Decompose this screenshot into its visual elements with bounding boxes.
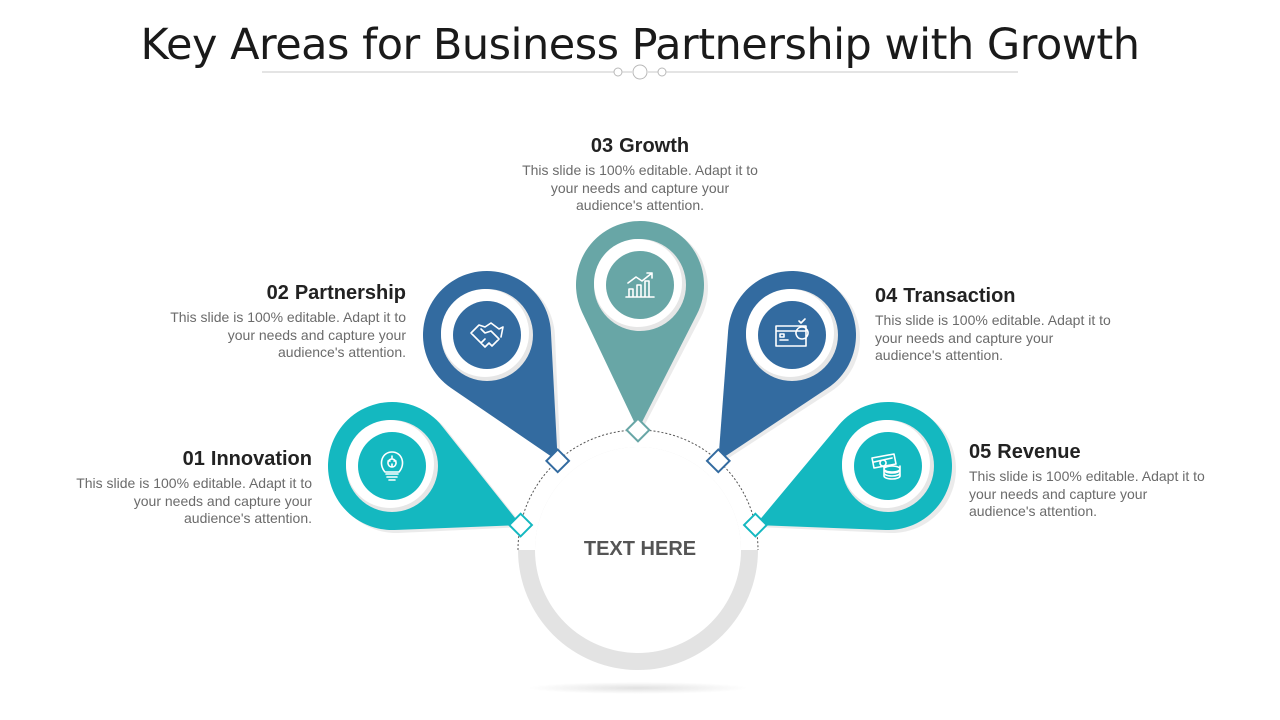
item-title: Growth <box>619 135 690 157</box>
connector-diamond <box>507 512 534 538</box>
connector-diamond <box>705 448 732 474</box>
growth-chart-icon <box>625 272 655 298</box>
item-number: 02 <box>266 282 289 304</box>
item-number: 03 <box>590 135 614 157</box>
money-coins-icon <box>871 453 901 480</box>
item-description: This slide is 100% editable. Adapt it to… <box>522 162 758 213</box>
item-number: 04 <box>875 285 898 307</box>
title-divider <box>262 64 1018 80</box>
item-title: Transaction <box>903 285 1016 307</box>
item-title: Revenue <box>997 441 1081 463</box>
pin-revenue <box>742 401 957 538</box>
pin-partnership <box>422 271 571 474</box>
pin-innovation <box>327 402 534 538</box>
center-label: TEXT HERE <box>583 538 697 560</box>
handshake-icon <box>470 322 504 348</box>
credit-card-icon <box>775 318 809 347</box>
item-description: This slide is 100% editable. Adapt it to… <box>875 312 1111 363</box>
item-title: Partnership <box>294 282 406 304</box>
item-description: This slide is 100% editable. Adapt it to… <box>969 468 1205 519</box>
center-ring <box>517 429 759 670</box>
item-number: 05 <box>969 441 992 463</box>
pin-growth <box>576 221 709 443</box>
slide-title: Key Areas for Business Partnership with … <box>140 20 1140 70</box>
lightbulb-gear-icon <box>380 451 404 481</box>
item-number: 01 <box>182 448 205 470</box>
connector-diamond <box>625 417 651 443</box>
item-description: This slide is 100% editable. Adapt it to… <box>76 475 312 526</box>
item-description: This slide is 100% editable. Adapt it to… <box>170 309 406 360</box>
connector-diamond <box>742 512 769 538</box>
pin-transaction <box>705 271 860 474</box>
connector-diamond <box>544 448 571 474</box>
item-title: Innovation <box>210 448 312 470</box>
